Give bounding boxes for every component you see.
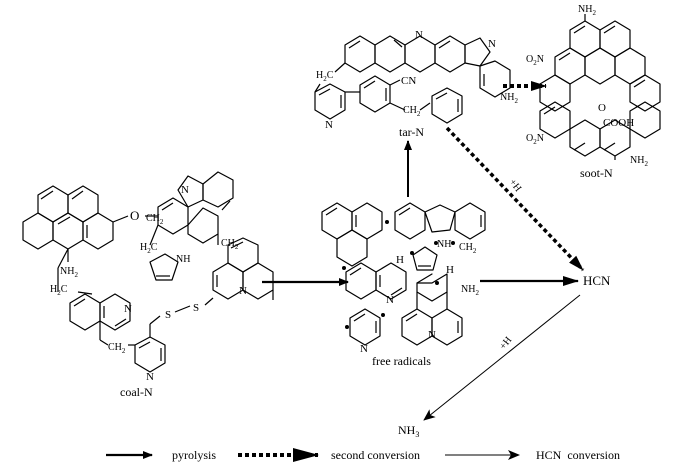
coal-ch2-a-label: CH2 [221, 238, 239, 251]
coal-ring-n-label: N [239, 285, 247, 297]
legend-second-conversion-label: second conversion [331, 448, 420, 462]
radical-h2-label: H [446, 264, 454, 276]
soot-cooh-label: COOH [603, 117, 634, 129]
coal-h2c-label: H2C [50, 284, 68, 297]
soot-nh2-top-label: NH2 [578, 4, 596, 17]
radical-dot-7 [435, 281, 439, 285]
radical-dot-6 [381, 313, 385, 317]
soot-o-label: O [598, 102, 606, 114]
tar-cn-label: CN [401, 75, 416, 87]
coal-ch2-link-label: CH2 [146, 213, 164, 226]
radical-dot-2 [410, 251, 414, 255]
tar-ch2-label: CH2 [403, 105, 421, 118]
radical-dot-3 [434, 241, 438, 245]
soot-n-label: soot-N [580, 166, 613, 180]
legend-item-hcn-conversion: HCN conversion [445, 448, 620, 462]
coal-h2c-pyrrole-label: H2C [140, 242, 158, 255]
radical-dot-4 [451, 241, 455, 245]
arrow-hcn-to-nh3 [423, 294, 581, 421]
arrow-tar-to-hcn [445, 126, 585, 272]
tar-carbazole-n-label: N [488, 38, 496, 50]
nh3-label: NH3 [398, 423, 419, 439]
soot-n-structure: NH2 O2N O COOH O2N NH2 [526, 4, 661, 168]
coal-carbazole-n-label: N [181, 184, 189, 196]
free-radicals-label: free radicals [372, 354, 431, 368]
radical-quinoline-n-label: N [386, 294, 394, 306]
radical-dot-1 [385, 220, 389, 224]
tar-pyridine-n-label: N [325, 119, 333, 131]
legend: pyrolysis second conversion HCN conversi… [106, 448, 620, 462]
coal-n-label: coal-N [120, 385, 153, 399]
free-radicals-structures: N H NH CH2 H NH2 N N N [321, 202, 486, 355]
coal-nh2-label: NH2 [60, 266, 78, 279]
radical-nh-label: NH [437, 239, 451, 250]
radical-ch2-label: CH2 [459, 242, 477, 255]
legend-item-second-conversion: second conversion [238, 448, 420, 462]
radical-nh2-label: NH2 [461, 284, 479, 297]
tar-top-n-label: N [415, 29, 423, 41]
radical-julolidine-n-label: N [428, 329, 436, 341]
radical-dot-8 [345, 325, 349, 329]
coal-s1-label: S [165, 309, 171, 321]
coal-o-label: O [130, 208, 139, 223]
tar-h2c-label: H2C [316, 70, 334, 83]
soot-nh2-bottom-label: NH2 [630, 155, 648, 168]
tar-to-hcn-plus-h: +H [507, 177, 524, 194]
radical-dot-5 [342, 266, 346, 270]
legend-pyrolysis-label: pyrolysis [172, 448, 216, 462]
tar-n-label: tar-N [399, 125, 424, 139]
coal-quinoline-n-label: N [124, 303, 132, 315]
coal-nh-pyrrole-label: NH [176, 254, 190, 265]
tar-n-structure: H2C N N CN CH2 N NH2 [314, 29, 518, 131]
coal-s2-label: S [193, 302, 199, 314]
coal-ch2-c-label: CH2 [108, 342, 126, 355]
coal-pyridine-n-label: N [146, 371, 154, 383]
radical-pyridine-n-label: N [360, 343, 368, 355]
soot-no2-b-label: O2N [526, 133, 544, 146]
tar-nh2-label: NH2 [500, 92, 518, 105]
radical-h1-label: H [396, 254, 404, 266]
hcn-label: HCN [583, 273, 611, 288]
coal-n-structure: O CH2 NH2 H2C N H2C NH CH2 N N S S CH2 N [22, 171, 274, 383]
legend-item-pyrolysis: pyrolysis [106, 448, 216, 462]
soot-no2-a-label: O2N [526, 54, 544, 67]
legend-hcn-conversion-label: HCN conversion [536, 448, 620, 462]
